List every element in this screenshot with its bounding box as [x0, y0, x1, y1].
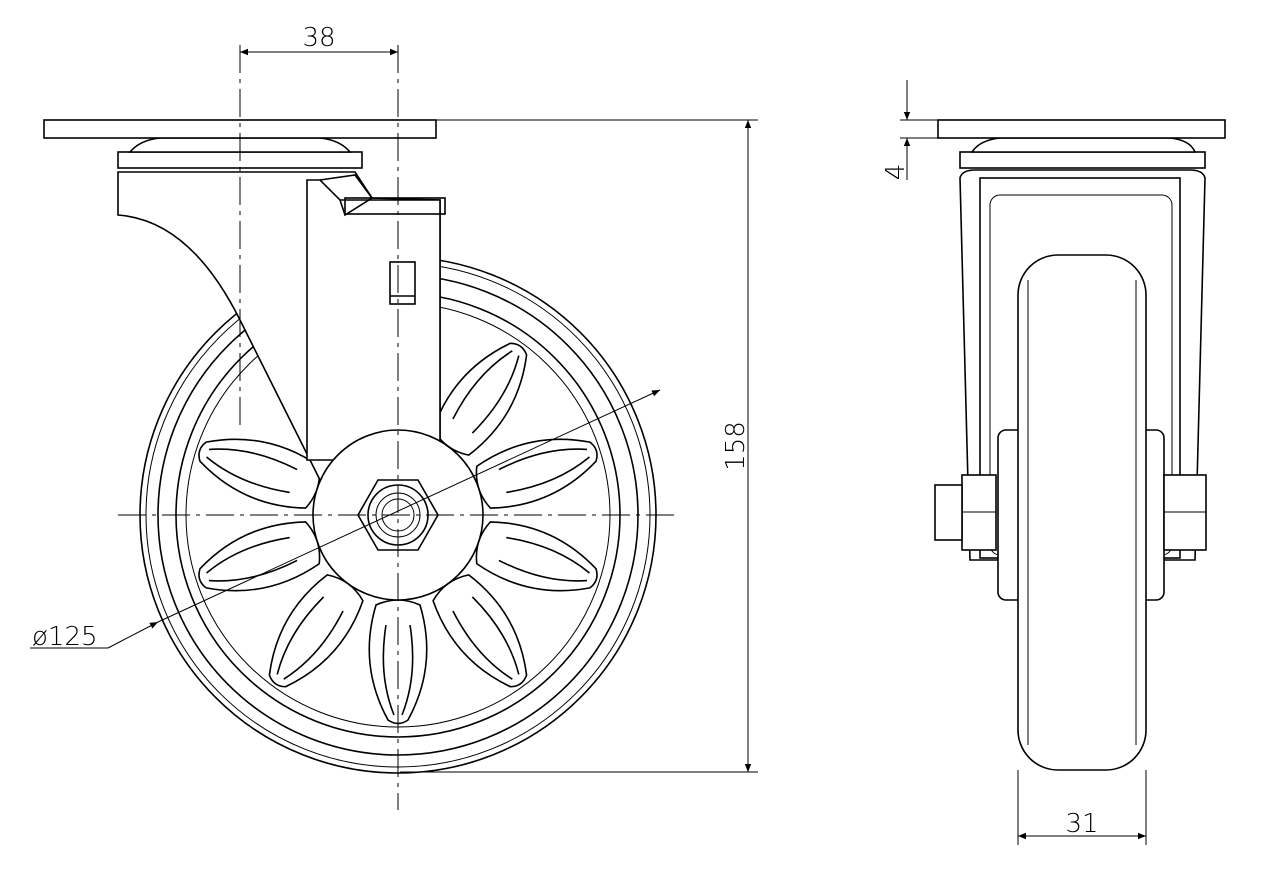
spoke [368, 599, 428, 725]
spoke [475, 521, 598, 592]
height-label: 158 [721, 421, 751, 471]
dimension-height: 158 [400, 119, 758, 773]
offset-label: 38 [302, 23, 335, 53]
side-view [934, 119, 1226, 771]
side-top-plate [937, 119, 1226, 139]
dimension-offset: 38 [240, 23, 398, 56]
spoke [432, 342, 528, 456]
side-wheel [1017, 254, 1147, 771]
dimension-plate-thickness: 4 [881, 80, 938, 180]
width-label: 31 [1065, 809, 1098, 839]
fork [117, 171, 446, 481]
dimension-diameter: ø125 [30, 389, 661, 652]
spoke [475, 438, 598, 509]
spoke [268, 574, 364, 688]
diameter-label: ø125 [32, 622, 98, 652]
front-view [43, 45, 680, 810]
spoke [198, 521, 321, 592]
dimension-width: 31 [1017, 770, 1147, 845]
spoke [432, 574, 528, 688]
thickness-label: 4 [881, 164, 911, 181]
